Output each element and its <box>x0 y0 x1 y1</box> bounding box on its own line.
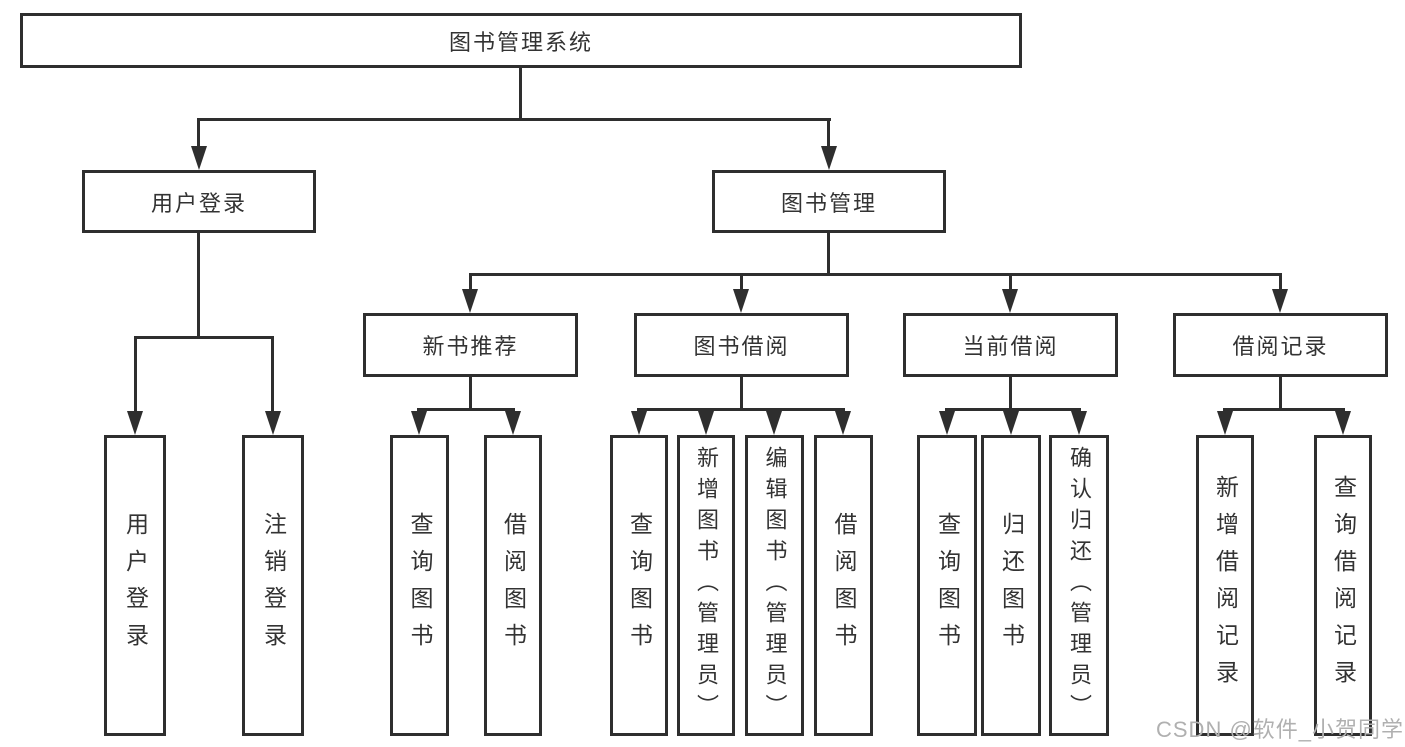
arrow-down-icon <box>505 411 521 435</box>
connector-recommend-stem <box>469 377 472 408</box>
leaf-current-return-book: 归还图书 <box>981 435 1041 736</box>
connector-login-stem <box>197 233 200 336</box>
leaf-logout-label: 注销登录 <box>260 511 287 660</box>
arrow-down-icon <box>733 289 749 313</box>
connector-records-stem <box>1279 377 1282 408</box>
leaf-borrow-borrow-book-label: 借阅图书 <box>831 511 857 660</box>
leaf-user-login: 用户登录 <box>104 435 166 736</box>
arrow-down-icon <box>191 146 207 170</box>
node-book-borrow-label: 图书借阅 <box>693 334 790 359</box>
leaf-user-login-label: 用户登录 <box>122 511 149 660</box>
leaf-borrow-add-book-admin-label: 新增图书（管理员） <box>694 446 719 725</box>
node-borrow-records: 借阅记录 <box>1173 313 1388 377</box>
leaf-recommend-query-book-label: 查询图书 <box>407 511 433 660</box>
connector-login-branch <box>134 336 274 339</box>
connector-drop-login-leaf2 <box>271 336 274 413</box>
connector-borrow-branch <box>637 408 845 411</box>
connector-root-stem <box>519 68 522 118</box>
leaf-records-query-record-label: 查询借阅记录 <box>1330 474 1357 697</box>
arrow-down-icon <box>939 411 955 435</box>
leaf-borrow-add-book-admin: 新增图书（管理员） <box>677 435 735 736</box>
leaf-borrow-borrow-book: 借阅图书 <box>814 435 873 736</box>
leaf-borrow-edit-book-admin: 编辑图书（管理员） <box>745 435 804 736</box>
connector-manage-branch <box>469 273 1282 276</box>
connector-drop-recommend <box>469 273 472 291</box>
arrow-down-icon <box>631 411 647 435</box>
arrow-down-icon <box>1003 411 1019 435</box>
connector-current-stem <box>1009 377 1012 408</box>
arrow-down-icon <box>462 289 478 313</box>
connector-drop-login <box>197 118 200 150</box>
connector-drop-current <box>1009 273 1012 291</box>
connector-drop-login-leaf1 <box>134 336 137 413</box>
leaf-current-query-book: 查询图书 <box>917 435 977 736</box>
connector-recommend-branch <box>417 408 515 411</box>
connector-borrow-stem <box>740 377 743 408</box>
arrow-down-icon <box>411 411 427 435</box>
node-book-borrow: 图书借阅 <box>634 313 849 377</box>
connector-drop-manage <box>827 118 830 150</box>
leaf-borrow-query-book: 查询图书 <box>610 435 668 736</box>
node-borrow-records-label: 借阅记录 <box>1232 334 1329 359</box>
leaf-current-confirm-return-admin: 确认归还（管理员） <box>1049 435 1109 736</box>
csdn-watermark: CSDN @软件_小贺同学 <box>1156 717 1405 742</box>
leaf-logout: 注销登录 <box>242 435 304 736</box>
connector-drop-records <box>1279 273 1282 291</box>
leaf-recommend-borrow-book: 借阅图书 <box>484 435 542 736</box>
node-root-label: 图书管理系统 <box>448 29 593 55</box>
connector-records-branch <box>1223 408 1345 411</box>
node-new-book-recommend-label: 新书推荐 <box>422 334 519 359</box>
connector-drop-borrow <box>740 273 743 291</box>
leaf-recommend-query-book: 查询图书 <box>390 435 449 736</box>
arrow-down-icon <box>1071 411 1087 435</box>
arrow-down-icon <box>1217 411 1233 435</box>
arrow-down-icon <box>821 146 837 170</box>
arrow-down-icon <box>698 411 714 435</box>
leaf-records-query-record: 查询借阅记录 <box>1314 435 1372 736</box>
connector-manage-stem <box>827 233 830 273</box>
leaf-recommend-borrow-book-label: 借阅图书 <box>500 511 527 660</box>
node-new-book-recommend: 新书推荐 <box>363 313 578 377</box>
node-user-login-label: 用户登录 <box>150 190 247 216</box>
arrow-down-icon <box>1335 411 1351 435</box>
arrow-down-icon <box>265 411 281 435</box>
arrow-down-icon <box>1002 289 1018 313</box>
leaf-records-add-record-label: 新增借阅记录 <box>1212 474 1239 697</box>
node-book-manage: 图书管理 <box>712 170 946 233</box>
leaf-current-query-book-label: 查询图书 <box>934 511 961 660</box>
node-current-borrow: 当前借阅 <box>903 313 1118 377</box>
arrow-down-icon <box>766 411 782 435</box>
arrow-down-icon <box>127 411 143 435</box>
arrow-down-icon <box>1272 289 1288 313</box>
node-current-borrow-label: 当前借阅 <box>962 334 1059 359</box>
leaf-borrow-edit-book-admin-label: 编辑图书（管理员） <box>762 446 788 725</box>
connector-current-branch <box>945 408 1081 411</box>
node-root: 图书管理系统 <box>20 13 1022 68</box>
arrow-down-icon <box>835 411 851 435</box>
node-user-login: 用户登录 <box>82 170 316 233</box>
node-book-manage-label: 图书管理 <box>780 190 877 216</box>
leaf-current-confirm-return-admin-label: 确认归还（管理员） <box>1067 446 1092 725</box>
leaf-records-add-record: 新增借阅记录 <box>1196 435 1254 736</box>
connector-root-branch <box>197 118 831 121</box>
leaf-current-return-book-label: 归还图书 <box>998 511 1025 660</box>
leaf-borrow-query-book-label: 查询图书 <box>626 511 653 660</box>
